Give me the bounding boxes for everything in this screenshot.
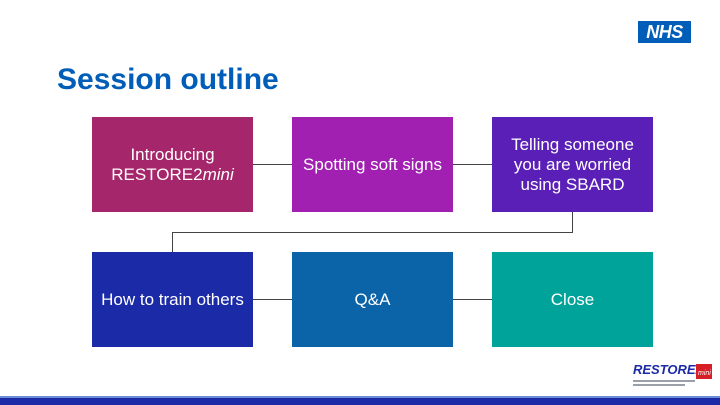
- box-label: Q&A: [354, 289, 391, 309]
- connector-line: [172, 232, 573, 233]
- box-label: Spotting soft signs: [303, 154, 442, 174]
- box-qa: Q&A: [292, 252, 453, 347]
- box-label: Introducing RESTORE2mini: [111, 144, 234, 184]
- connector-line: [453, 164, 492, 165]
- footer-bar: [0, 396, 720, 405]
- box-telling-someone: Telling someone you are worried using SB…: [492, 117, 653, 212]
- box-label: Telling someone you are worried using SB…: [511, 134, 634, 194]
- connector-line: [172, 232, 173, 252]
- box-label: Close: [550, 289, 595, 309]
- connector-line: [253, 164, 292, 165]
- box-introducing-restore2: Introducing RESTORE2mini: [92, 117, 253, 212]
- box-spotting-soft-signs: Spotting soft signs: [292, 117, 453, 212]
- box-how-to-train-others: How to train others: [92, 252, 253, 347]
- restore2-logo-text: RESTORE2: [633, 362, 704, 377]
- connector-line: [572, 212, 573, 233]
- restore2-logo-badge: mini: [698, 370, 711, 377]
- slide-title: Session outline: [57, 63, 279, 96]
- connector-line: [253, 299, 292, 300]
- connector-line: [453, 299, 492, 300]
- nhs-logo: NHS: [638, 21, 691, 43]
- restore2-logo: RESTORE2 mini: [632, 360, 712, 390]
- box-label: How to train others: [101, 289, 244, 309]
- box-close: Close: [492, 252, 653, 347]
